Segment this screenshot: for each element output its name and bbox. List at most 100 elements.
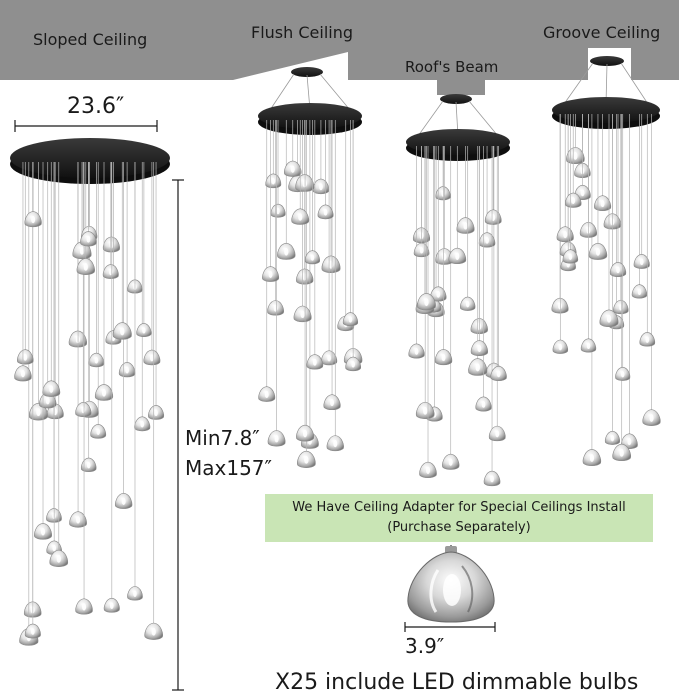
crystal-pendant xyxy=(408,343,425,359)
crystal-pendant xyxy=(118,362,136,378)
crystal-pendant xyxy=(562,249,579,264)
crystal-pendant xyxy=(75,598,93,615)
crystal-pendant xyxy=(460,296,476,311)
sloped-ceiling-label: Sloped Ceiling xyxy=(33,30,148,49)
crystal-pendant xyxy=(468,358,488,376)
crystal-pendant xyxy=(326,435,344,452)
crystal-pendant xyxy=(321,255,341,273)
crystal-pendant xyxy=(297,450,316,468)
crystal-pendant xyxy=(565,192,582,208)
canopy-width-dimension xyxy=(14,120,158,132)
crystal-pendant xyxy=(143,349,161,366)
crystal-pendant xyxy=(24,211,42,228)
canopy-width-label: 23.6″ xyxy=(67,94,125,119)
crystal-pendant xyxy=(265,173,282,189)
crystal-pendant xyxy=(144,622,163,640)
ceiling-band xyxy=(0,0,679,95)
crystal-pendant xyxy=(127,586,143,601)
crystal-pendant xyxy=(594,195,612,212)
crystal-pendant xyxy=(483,470,501,487)
bulb-width-label: 3.9″ xyxy=(405,634,445,658)
crystal-pendant xyxy=(112,322,132,340)
crystal-pendant xyxy=(136,322,152,337)
crystal-pendant xyxy=(306,354,324,370)
crystal-pendant xyxy=(604,430,620,445)
crystal-pendant xyxy=(284,160,302,177)
crystal-pendant xyxy=(17,349,34,365)
fixture-large xyxy=(10,138,170,646)
crystal-pendant xyxy=(419,461,437,478)
crystal-pendant xyxy=(612,443,631,462)
crystal-bulb-closeup xyxy=(407,545,495,623)
crystal-pendant xyxy=(342,312,358,327)
crystal-pendant xyxy=(267,430,286,447)
adapter-note-line1: We Have Ceiling Adapter for Special Ceil… xyxy=(292,500,626,515)
crystal-pendant xyxy=(609,261,627,278)
crystal-pendant xyxy=(321,350,338,366)
crystal-pendant xyxy=(323,394,341,411)
crystal-pendant xyxy=(296,424,315,442)
crystal-pendant xyxy=(277,242,296,260)
crystal-pendant xyxy=(490,365,507,382)
crystal-pendant xyxy=(639,332,656,347)
crystal-pendant xyxy=(293,305,312,323)
crystal-pendant xyxy=(34,523,52,540)
roof-beam-label: Roof's Beam xyxy=(405,58,499,76)
groove-ceiling-label: Groove Ceiling xyxy=(543,23,661,42)
crystal-pendant xyxy=(134,416,151,432)
crystal-pendant xyxy=(415,401,435,419)
crystal-pendant xyxy=(448,247,467,265)
crystal-pendant xyxy=(312,178,330,195)
fixture-flush xyxy=(258,67,363,468)
crystal-pendant xyxy=(588,242,608,260)
fixture-beam xyxy=(406,94,510,487)
height-dimension xyxy=(172,179,184,691)
crystal-pendant xyxy=(296,268,314,285)
crystal-pendant xyxy=(14,365,32,382)
crystal-pendant xyxy=(90,424,107,439)
crystal-pendant xyxy=(566,146,585,165)
crystal-pendant xyxy=(615,366,631,381)
crystal-pendant xyxy=(88,352,105,368)
min-height-label: Min7.8″ xyxy=(185,426,260,450)
crystal-pendant xyxy=(435,186,451,201)
max-height-label: Max157″ xyxy=(185,456,272,480)
crystal-pendant xyxy=(599,309,619,328)
flush-ceiling-label: Flush Ceiling xyxy=(251,23,353,42)
crystal-pendant xyxy=(103,597,120,613)
crystal-pendant xyxy=(552,339,569,354)
crystal-pendant xyxy=(470,340,488,357)
crystal-pendant xyxy=(434,349,453,366)
crystal-pendant xyxy=(475,396,492,412)
crystal-pendant xyxy=(345,356,361,372)
crystal-pendant xyxy=(304,250,320,265)
crystal-pendant xyxy=(488,425,506,442)
crystal-pendant xyxy=(291,208,310,225)
crystal-pendant xyxy=(582,449,602,467)
crystal-pendant xyxy=(102,264,119,279)
crystal-pendant xyxy=(620,433,638,450)
crystal-pendant xyxy=(456,217,475,234)
bulb-width-dimension xyxy=(404,622,496,632)
crystal-pendant xyxy=(442,453,460,470)
crystal-pendant xyxy=(262,266,279,282)
crystal-pendant xyxy=(631,284,648,299)
crystal-pendant xyxy=(270,203,286,218)
adapter-note-line2: (Purchase Separately) xyxy=(387,520,531,535)
crystal-pendant xyxy=(258,386,276,402)
crystal-pendant xyxy=(69,511,87,528)
crystal-pendant xyxy=(633,253,650,269)
crystal-pendant xyxy=(42,380,61,397)
crystal-pendant xyxy=(49,549,68,567)
crystal-pendant xyxy=(317,204,334,220)
roof-beam xyxy=(437,80,485,95)
crystal-pendant xyxy=(267,300,284,316)
crystal-pendant xyxy=(24,623,41,639)
crystal-pendant xyxy=(115,492,133,509)
fixture-groove xyxy=(551,56,661,467)
crystal-pendant xyxy=(430,286,447,302)
crystal-pendant xyxy=(76,258,95,275)
crystal-pendant xyxy=(556,226,574,243)
